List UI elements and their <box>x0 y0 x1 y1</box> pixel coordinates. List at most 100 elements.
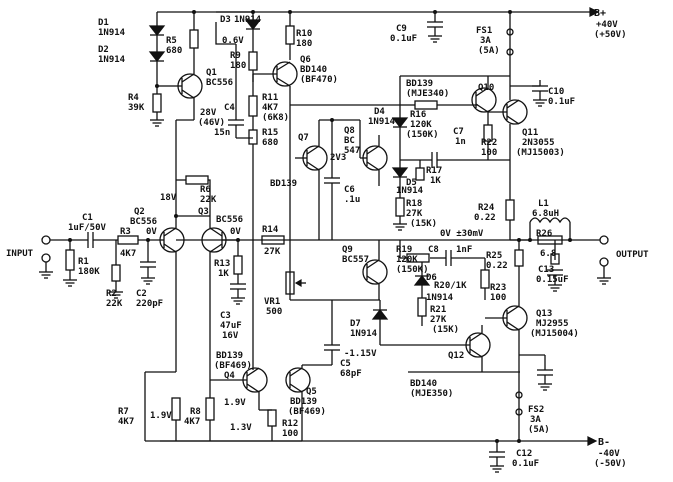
c2-value: 220pF <box>136 299 163 309</box>
q8-label: Q8 <box>344 126 355 136</box>
d3-voltage: 0.6V <box>222 36 244 46</box>
c10-label: C10 <box>548 87 564 97</box>
component-labels: D1 1N914 D2 1N914 R5 680 R4 39K Q1 BC556… <box>6 8 649 469</box>
r12-resistor <box>259 409 277 441</box>
r21-value: 27K <box>430 315 447 325</box>
q2-label: Q2 <box>134 207 145 217</box>
fs1-value: 3A <box>480 36 491 46</box>
r10-value: 180 <box>296 39 312 49</box>
r6-resistor <box>176 175 211 216</box>
bplus-label: B+ <box>594 8 606 19</box>
r21-resistor <box>417 297 427 326</box>
d6-label: D6 <box>426 273 437 283</box>
d6-type: 1N914 <box>426 293 454 303</box>
q7-label: Q7 <box>298 133 309 143</box>
q10-transistor <box>471 87 497 113</box>
q10-type: BD139 <box>406 79 433 89</box>
l1-value: 6.8uH <box>532 209 559 219</box>
r15-value: 680 <box>262 138 278 148</box>
q6-label: Q6 <box>300 55 311 65</box>
d5-diode <box>391 160 409 198</box>
r7-label: R7 <box>118 407 129 417</box>
r13-value: 1K <box>218 269 229 279</box>
c13-label: C13 <box>538 265 554 275</box>
r1-label: R1 <box>78 257 89 267</box>
d3-diode <box>215 11 262 52</box>
d1-diode <box>148 11 190 36</box>
r16-resistor <box>400 100 478 110</box>
q4-type-alt: (BF469) <box>214 361 252 371</box>
fs1-alt: (5A) <box>478 46 500 56</box>
q8-type2: 547 <box>344 146 360 156</box>
r26-label: R26 <box>536 229 552 239</box>
q13-label: Q13 <box>536 309 552 319</box>
q1-transistor <box>170 73 203 99</box>
q5-transistor <box>285 367 311 393</box>
d6-diode <box>413 262 431 298</box>
output-connector[interactable] <box>596 235 612 285</box>
c7-value: 1n <box>455 137 466 147</box>
r15-label: R15 <box>262 128 278 138</box>
q9-transistor <box>362 259 388 285</box>
r19-label: R19 <box>396 245 412 255</box>
input-connector[interactable] <box>38 235 54 279</box>
vr1-potentiometer[interactable] <box>285 271 306 295</box>
c10-value: 0.1uF <box>548 97 575 107</box>
c4-label: C4 <box>224 103 235 113</box>
q12-type-alt: (MJE350) <box>410 389 453 399</box>
c4-capacitor <box>228 44 253 139</box>
c7-capacitor <box>400 152 470 168</box>
c9-value: 0.1uF <box>390 34 417 44</box>
vr1-value: 500 <box>266 307 282 317</box>
r2-value: 22K <box>106 299 123 309</box>
q10-type-alt: (MJE340) <box>406 89 449 99</box>
r8-label: R8 <box>190 407 201 417</box>
c4-voltage: 28V <box>200 108 217 118</box>
r26-value: 6.8 <box>540 249 556 259</box>
q12-type: BD140 <box>410 379 437 389</box>
c2-capacitor <box>140 240 156 285</box>
r7-value: 4K7 <box>118 417 134 427</box>
d7-type: 1N914 <box>350 329 378 339</box>
c7-label: C7 <box>453 127 464 137</box>
r16-value: 120K <box>410 120 432 130</box>
positive-rail <box>190 7 600 17</box>
c5-label: C5 <box>340 359 351 369</box>
r14-resistor <box>261 235 285 245</box>
r10-label: R10 <box>296 29 312 39</box>
c6-label: C6 <box>344 185 355 195</box>
r26-resistor <box>537 235 563 245</box>
q11-type: 2N3055 <box>522 138 555 148</box>
r25-value: 0.22 <box>486 261 508 271</box>
r23-label: R23 <box>490 283 506 293</box>
r14-value: 27K <box>264 247 281 257</box>
q5-type: BD139 <box>290 397 317 407</box>
r5-resistor <box>189 12 199 49</box>
d5-label: D5 <box>406 178 417 188</box>
r24-label: R24 <box>478 203 495 213</box>
d3-label: D3 <box>220 15 231 25</box>
c3-capacitor <box>230 283 246 305</box>
output-voltage: 0V ±30mV <box>440 229 484 239</box>
r11-resistor <box>248 82 258 130</box>
c8-capacitor <box>430 250 485 266</box>
c8-value: 1nF <box>456 245 472 255</box>
q4-voltage: 1.9V <box>224 398 246 408</box>
c5-capacitor <box>324 300 340 365</box>
q6-type: BD140 <box>300 65 327 75</box>
q7-type: BD139 <box>270 179 297 189</box>
q13-type: MJ2955 <box>536 319 569 329</box>
q6-alt: (BF470) <box>300 75 338 85</box>
r13-label: R13 <box>214 259 230 269</box>
r22-value: 100 <box>481 148 497 158</box>
d1-type: 1N914 <box>98 28 126 38</box>
r16-alt: (150K) <box>406 130 439 140</box>
c3-label: C3 <box>220 311 231 321</box>
r22-resistor <box>483 124 493 160</box>
r1-resistor <box>62 240 78 287</box>
r6-voltage: 18V <box>160 193 177 203</box>
d3-type: 1N914 <box>234 15 262 25</box>
c1-label: C1 <box>82 213 93 223</box>
c9-label: C9 <box>396 24 407 34</box>
q3-type: BC556 <box>216 215 243 225</box>
